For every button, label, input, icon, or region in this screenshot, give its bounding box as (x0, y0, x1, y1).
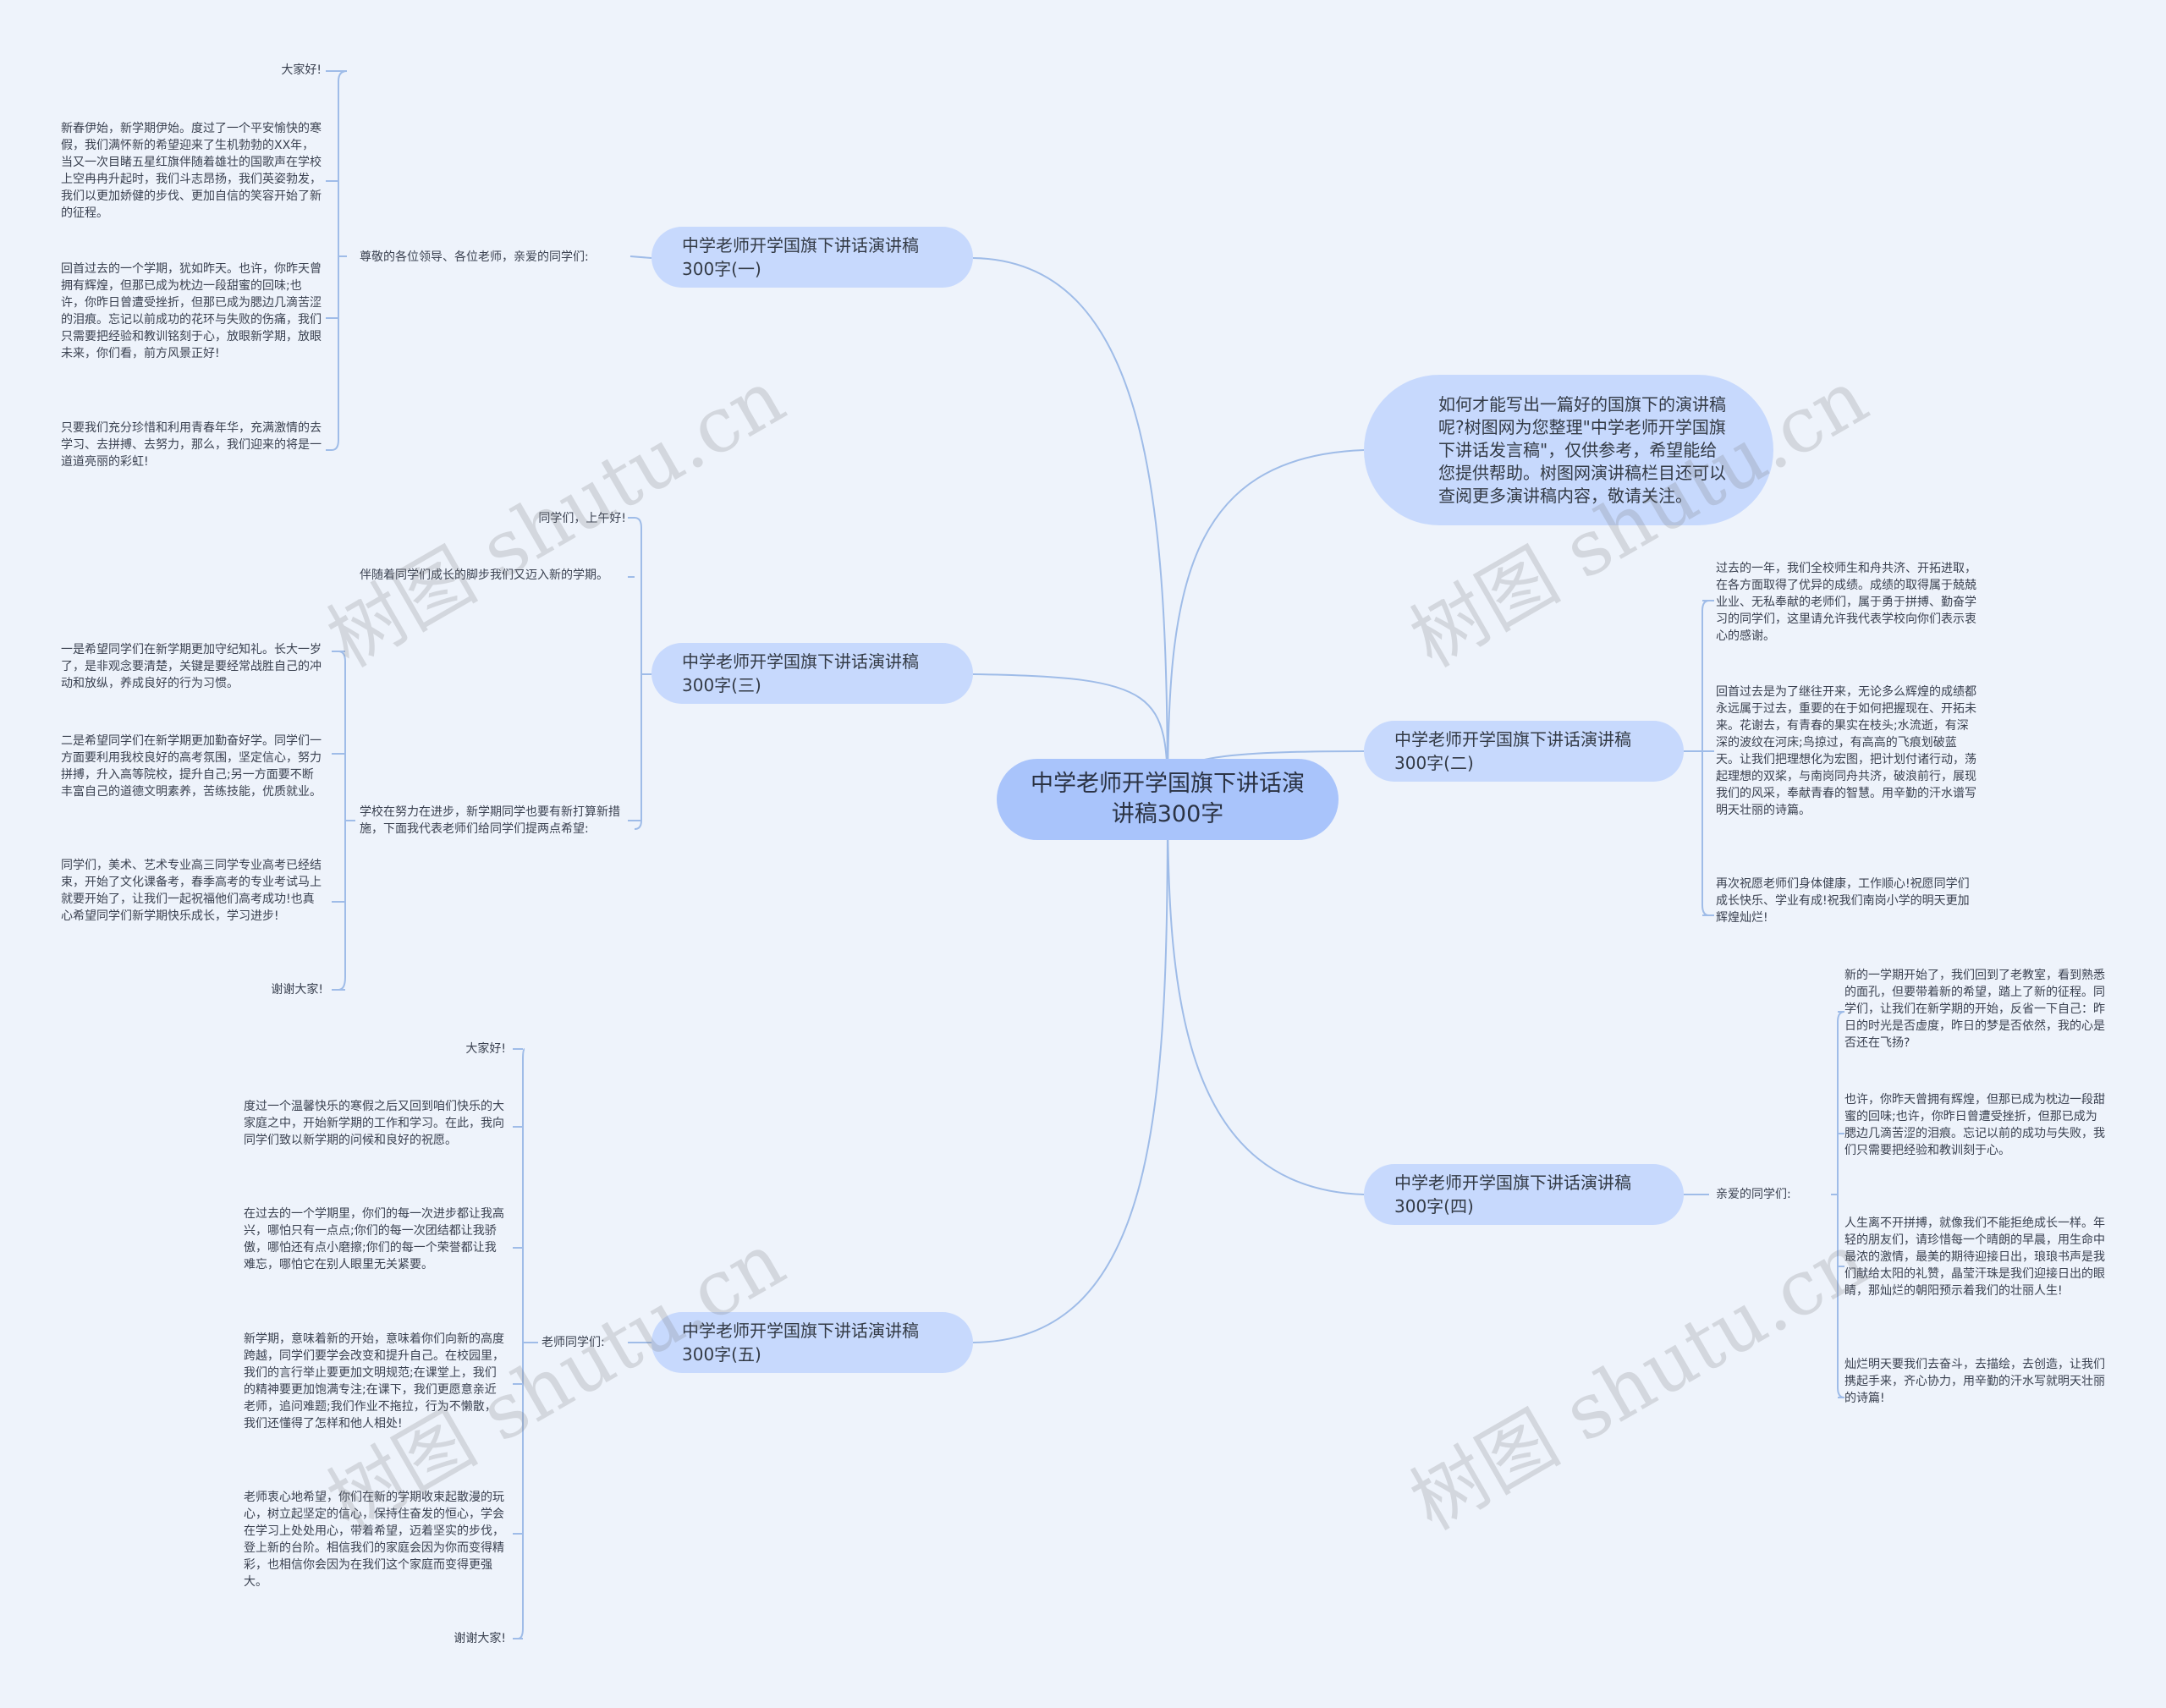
b2-leaf-2: 回首过去是为了继往开来，无论多么辉煌的成绩都永远属于过去，重要的在于如何把握现在… (1716, 685, 1976, 817)
b2-leaf-3: 再次祝愿老师们身体健康，工作顺心!祝愿同学们成长快乐、学业有成!祝我们南岗小学的… (1716, 877, 1970, 925)
branch-5-label: 老师同学们: (542, 1336, 605, 1349)
b3-item-1: 同学们，上午好! (538, 512, 626, 525)
b5-leaf-4: 新学期，意味着新的开始，意味着你们向新的高度跨越，同学们要学会改变和提升自己。在… (244, 1332, 504, 1431)
b4-leaf-4: 灿烂明天要我们去奋斗，去描绘，去创造，让我们携起手来，齐心协力，用辛勤的汗水写就… (1844, 1358, 2105, 1405)
branch-1-topic[interactable]: 中学老师开学国旗下讲话演讲稿300字(一) (651, 227, 973, 288)
branch-5-topic[interactable]: 中学老师开学国旗下讲话演讲稿300字(五) (651, 1312, 973, 1373)
b4-leaf-3: 人生离不开拼搏，就像我们不能拒绝成长一样。年轻的朋友们，请珍惜每一个晴朗的早晨，… (1844, 1216, 2105, 1298)
b5-leaf-6: 谢谢大家! (454, 1632, 506, 1645)
b1-leaf-4: 只要我们充分珍惜和利用青春年华，充满激情的去学习、去拼搏、去努力，那么，我们迎来… (61, 421, 322, 469)
b3-item-3: 学校在努力在进步，新学期同学也要有新打算新措施，下面我代表老师们给同学们提两点希… (360, 805, 620, 836)
b1-leaf-2: 新春伊始，新学期伊始。度过了一个平安愉快的寒假，我们满怀新的希望迎来了生机勃勃的… (61, 122, 322, 220)
b3-leaf-4: 谢谢大家! (271, 983, 323, 997)
b5-leaf-5: 老师衷心地希望，你们在新的学期收束起散漫的玩心，树立起坚定的信心，保持住奋发的恒… (244, 1491, 504, 1589)
b3-leaf-2: 二是希望同学们在新学期更加勤奋好学。同学们一方面要利用我校良好的高考氛围，坚定信… (61, 734, 322, 799)
branch-4-label: 亲爱的同学们: (1716, 1188, 1791, 1201)
b5-leaf-1: 大家好! (465, 1042, 506, 1056)
b4-leaf-2: 也许，你昨天曾拥有辉煌，但那已成为枕边一段甜蜜的回味;也许，你昨日曾遭受挫折，但… (1844, 1093, 2105, 1157)
b4-leaf-1: 新的一学期开始了，我们回到了老教室，看到熟悉的面孔，但要带着新的希望，踏上了新的… (1844, 969, 2105, 1050)
root-topic[interactable]: 中学老师开学国旗下讲话演讲稿300字 (997, 759, 1339, 840)
b3-item-2: 伴随着同学们成长的脚步我们又迈入新的学期。 (360, 568, 608, 582)
b5-leaf-2: 度过一个温馨快乐的寒假之后又回到咱们快乐的大家庭之中，开始新学期的工作和学习。在… (244, 1100, 504, 1147)
branch-3-topic[interactable]: 中学老师开学国旗下讲话演讲稿300字(三) (651, 643, 973, 704)
b5-leaf-3: 在过去的一个学期里，你们的每一次进步都让我高兴，哪怕只有一点点;你们的每一次团结… (244, 1207, 504, 1271)
b3-leaf-1: 一是希望同学们在新学期更加守纪知礼。长大一岁了，是非观念要清楚，关键是要经常战胜… (61, 643, 322, 690)
b1-leaf-1: 大家好! (281, 63, 322, 77)
intro-topic[interactable]: 如何才能写出一篇好的国旗下的演讲稿呢?树图网为您整理"中学老师开学国旗下讲话发言… (1364, 375, 1773, 525)
b3-leaf-3: 同学们，美术、艺术专业高三同学专业高考已经结束，开始了文化课备考，春季高考的专业… (61, 859, 322, 923)
branch-2-topic[interactable]: 中学老师开学国旗下讲话演讲稿300字(二) (1364, 721, 1684, 782)
branch-4-topic[interactable]: 中学老师开学国旗下讲话演讲稿300字(四) (1364, 1164, 1684, 1225)
b1-leaf-3: 回首过去的一个学期，犹如昨天。也许，你昨天曾拥有辉煌，但那已成为枕边一段甜蜜的回… (61, 262, 322, 360)
b2-leaf-1: 过去的一年，我们全校师生和舟共济、开拓进取，在各方面取得了优异的成绩。成绩的取得… (1716, 562, 1976, 643)
branch-1-label: 尊敬的各位领导、各位老师，亲爱的同学们: (360, 250, 589, 264)
